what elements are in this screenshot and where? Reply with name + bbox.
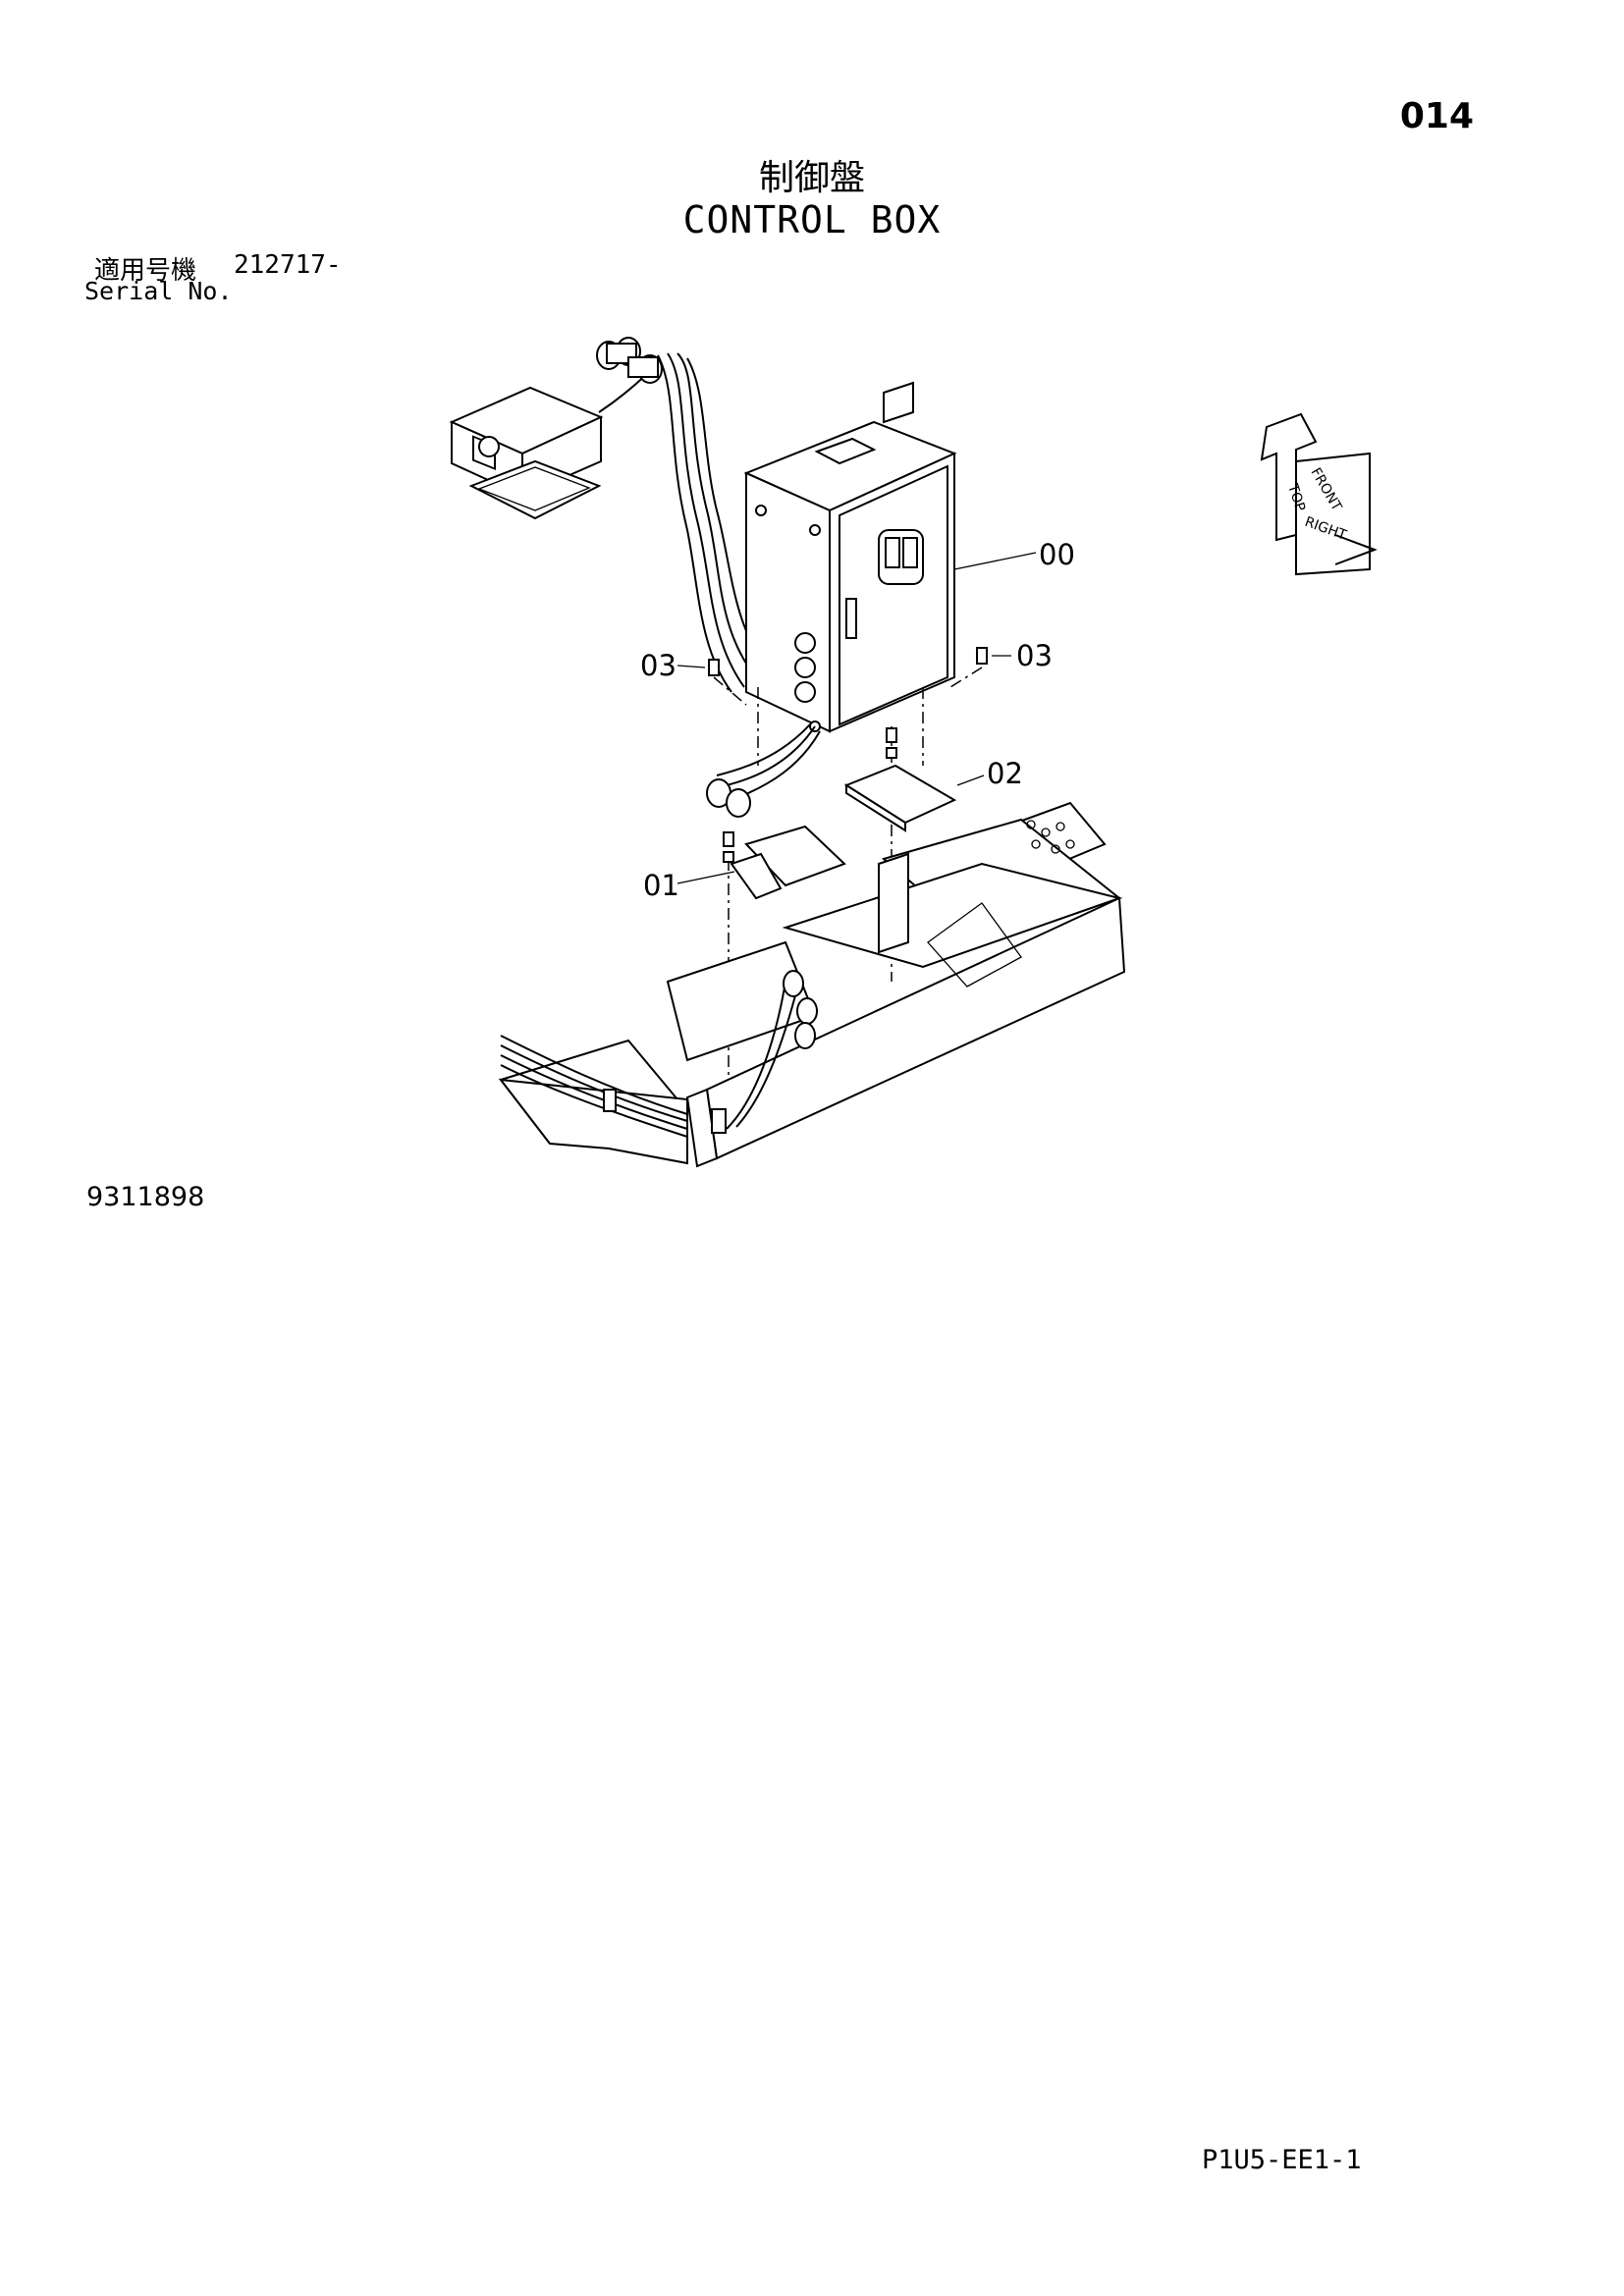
callout-03-left: 03 <box>640 649 677 682</box>
cable-bundle-lower <box>706 723 821 818</box>
serial-number-value: 212717- <box>234 250 342 280</box>
callout-02: 02 <box>987 757 1023 790</box>
title-english: CONTROL BOX <box>682 198 942 241</box>
callout-00: 00 <box>1039 538 1075 571</box>
page-number: 014 <box>1399 96 1474 136</box>
cable-bundle-upper <box>596 337 767 693</box>
bolt-03-left: 03 <box>640 649 747 706</box>
callout-01: 01 <box>643 869 679 902</box>
bracket-02: 02 <box>843 757 1023 832</box>
serial-label-japanese: 適用号機 <box>94 256 197 286</box>
callout-03-right: 03 <box>1016 639 1053 672</box>
mounting-frame <box>498 801 1126 1168</box>
sheet-code: P1U5-EE1-1 <box>1202 2145 1362 2175</box>
bolt-03-right: 03 <box>949 639 1053 688</box>
orientation-indicator: TOP FRONT RIGHT <box>1260 412 1378 576</box>
bracket-01: 01 <box>643 825 846 902</box>
control-box-main <box>743 381 957 733</box>
wire-harness-lower <box>500 970 818 1138</box>
callout-00-group: 00 <box>953 538 1075 571</box>
drawing-number: 9311898 <box>86 1182 205 1212</box>
serial-label-english: Serial No. <box>84 277 233 305</box>
junction-box <box>449 386 604 520</box>
title-japanese: 制御盤 <box>758 158 865 198</box>
